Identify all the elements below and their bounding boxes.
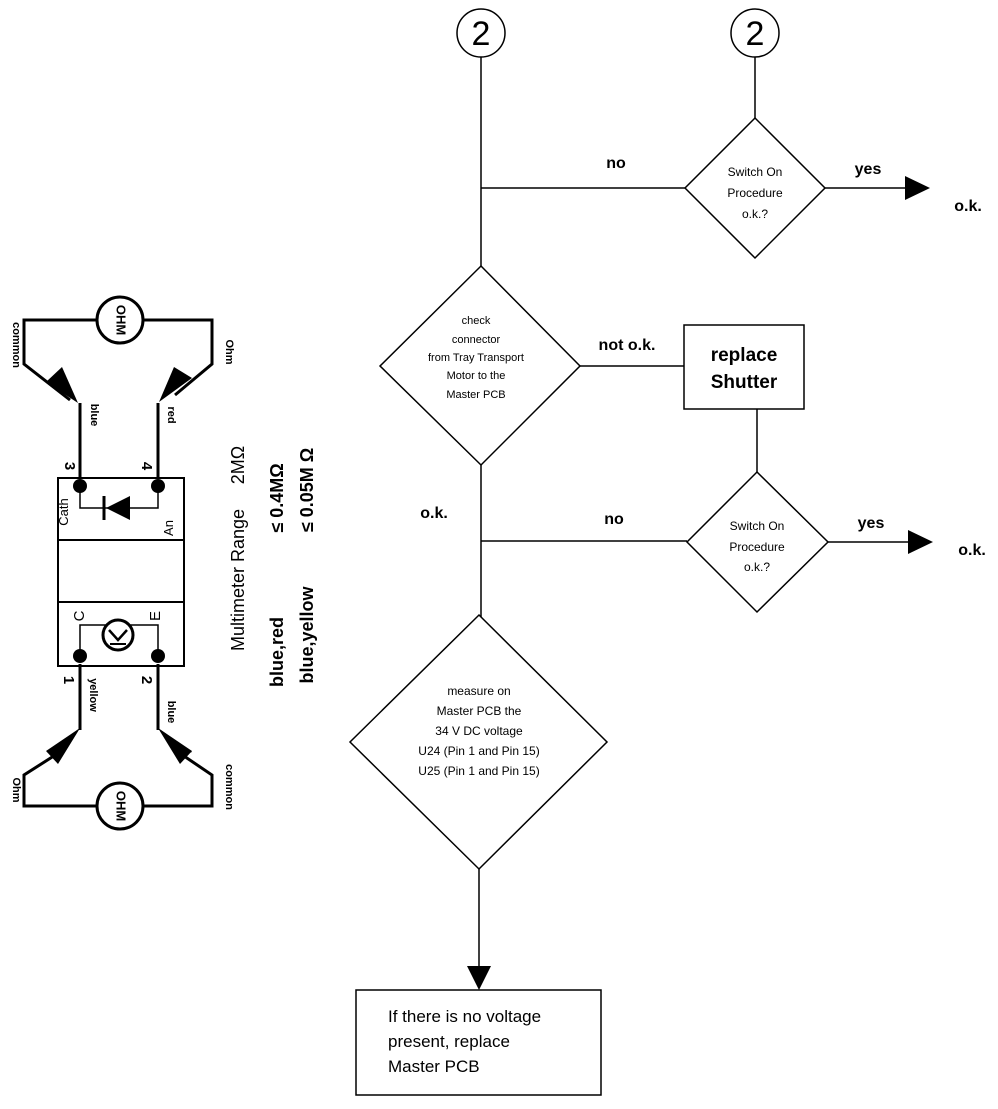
row2-pair: blue,yellow [297,585,317,683]
final-line-2: present, replace [388,1032,510,1051]
range-label: Multimeter Range [228,509,248,651]
range-value: 2MΩ [228,446,248,484]
ohmmeter-top-label: OHM [114,305,129,335]
lead-wire [143,318,214,397]
second-decision-line-3: o.k.? [744,560,770,574]
not-ok-label: not o.k. [599,337,656,354]
lead-wire [143,750,214,808]
second-ok-result: o.k. [958,542,986,559]
top-lead-left-label: common [10,322,22,368]
top-decision-line-3: o.k.? [742,207,768,221]
multimeter-notes: Multimeter Range 2MΩ blue,red ≤ 0.4MΩ bl… [228,446,317,687]
pin-4-label: 4 [138,462,155,471]
pin-dot [73,649,87,663]
row2-value: ≤ 0.05M Ω [297,448,317,532]
cathode-label: Cath [56,498,71,525]
lead-wire [22,750,97,808]
bottom-wire-left-label: yellow [87,678,99,712]
measure-line-2: Master PCB the [437,704,522,718]
test-schematic: OHM common Ohm blue red 3 4 Cath An C E [10,295,235,831]
top-wire-right-label: red [165,406,177,423]
pin-dot [151,649,165,663]
ohmmeter-bottom-icon [95,781,145,831]
row1-value: ≤ 0.4MΩ [267,463,287,532]
connector-right: 2 [730,8,780,58]
top-wire-left-label: blue [88,404,100,427]
replace-shutter-box [683,324,805,410]
final-line-3: Master PCB [388,1057,480,1076]
pin-1-label: 1 [60,676,77,684]
pin-3-label: 3 [61,462,78,470]
final-line-1: If there is no voltage [388,1007,541,1026]
replace-line-2: Shutter [711,372,778,393]
check-decision-diamond [378,264,582,467]
row1-pair: blue,red [267,617,287,687]
second-no-label: no [604,511,624,528]
second-decision-line-2: Procedure [729,540,785,554]
bottom-wire-right-label: blue [165,701,177,724]
connector-left: 2 [456,8,506,58]
top-lead-right-label: Ohm [223,339,235,364]
top-decision-diamond [683,116,827,260]
collector-label: C [71,610,88,621]
replace-line-1: replace [711,345,778,366]
check-line-5: Master PCB [446,389,505,401]
transistor-icon [101,618,135,652]
connector-left-label: 2 [472,15,491,53]
measure-line-1: measure on [447,684,510,698]
measure-line-4: U24 (Pin 1 and Pin 15) [418,744,539,758]
arrow-right-icon [908,530,933,554]
bottom-lead-right-label: common [223,764,235,810]
diode-icon [106,496,130,520]
top-no-label: no [606,155,626,172]
arrow-down-icon [467,966,491,990]
connector-right-label: 2 [746,15,765,53]
probe-arrow-icon [159,367,192,402]
emitter-label: E [147,611,164,621]
pin-2-label: 2 [138,676,155,684]
measure-line-3: 34 V DC voltage [435,724,523,738]
final-action-box [355,989,602,1096]
measure-decision-diamond [348,613,609,871]
check-line-4: Motor to the [447,370,506,382]
top-decision-line-1: Switch On [728,165,783,179]
transistor-glyph [108,629,128,642]
anode-label: An [161,520,176,536]
probe-arrow-icon [46,367,78,403]
top-ok-result: o.k. [954,198,982,215]
arrow-right-icon [905,176,930,200]
bottom-lead-left-label: Ohm [10,777,22,802]
second-decision-line-1: Switch On [730,519,785,533]
top-yes-label: yes [855,161,882,178]
check-line-3: from Tray Transport [428,352,524,364]
ok-label: o.k. [420,505,448,522]
second-decision-diamond [685,470,830,614]
top-decision-line-2: Procedure [727,186,783,200]
check-line-2: connector [452,334,501,346]
measure-line-5: U25 (Pin 1 and Pin 15) [418,764,539,778]
ohmmeter-bottom-label: OHM [114,791,129,821]
second-yes-label: yes [858,515,885,532]
check-line-1: check [462,315,491,327]
